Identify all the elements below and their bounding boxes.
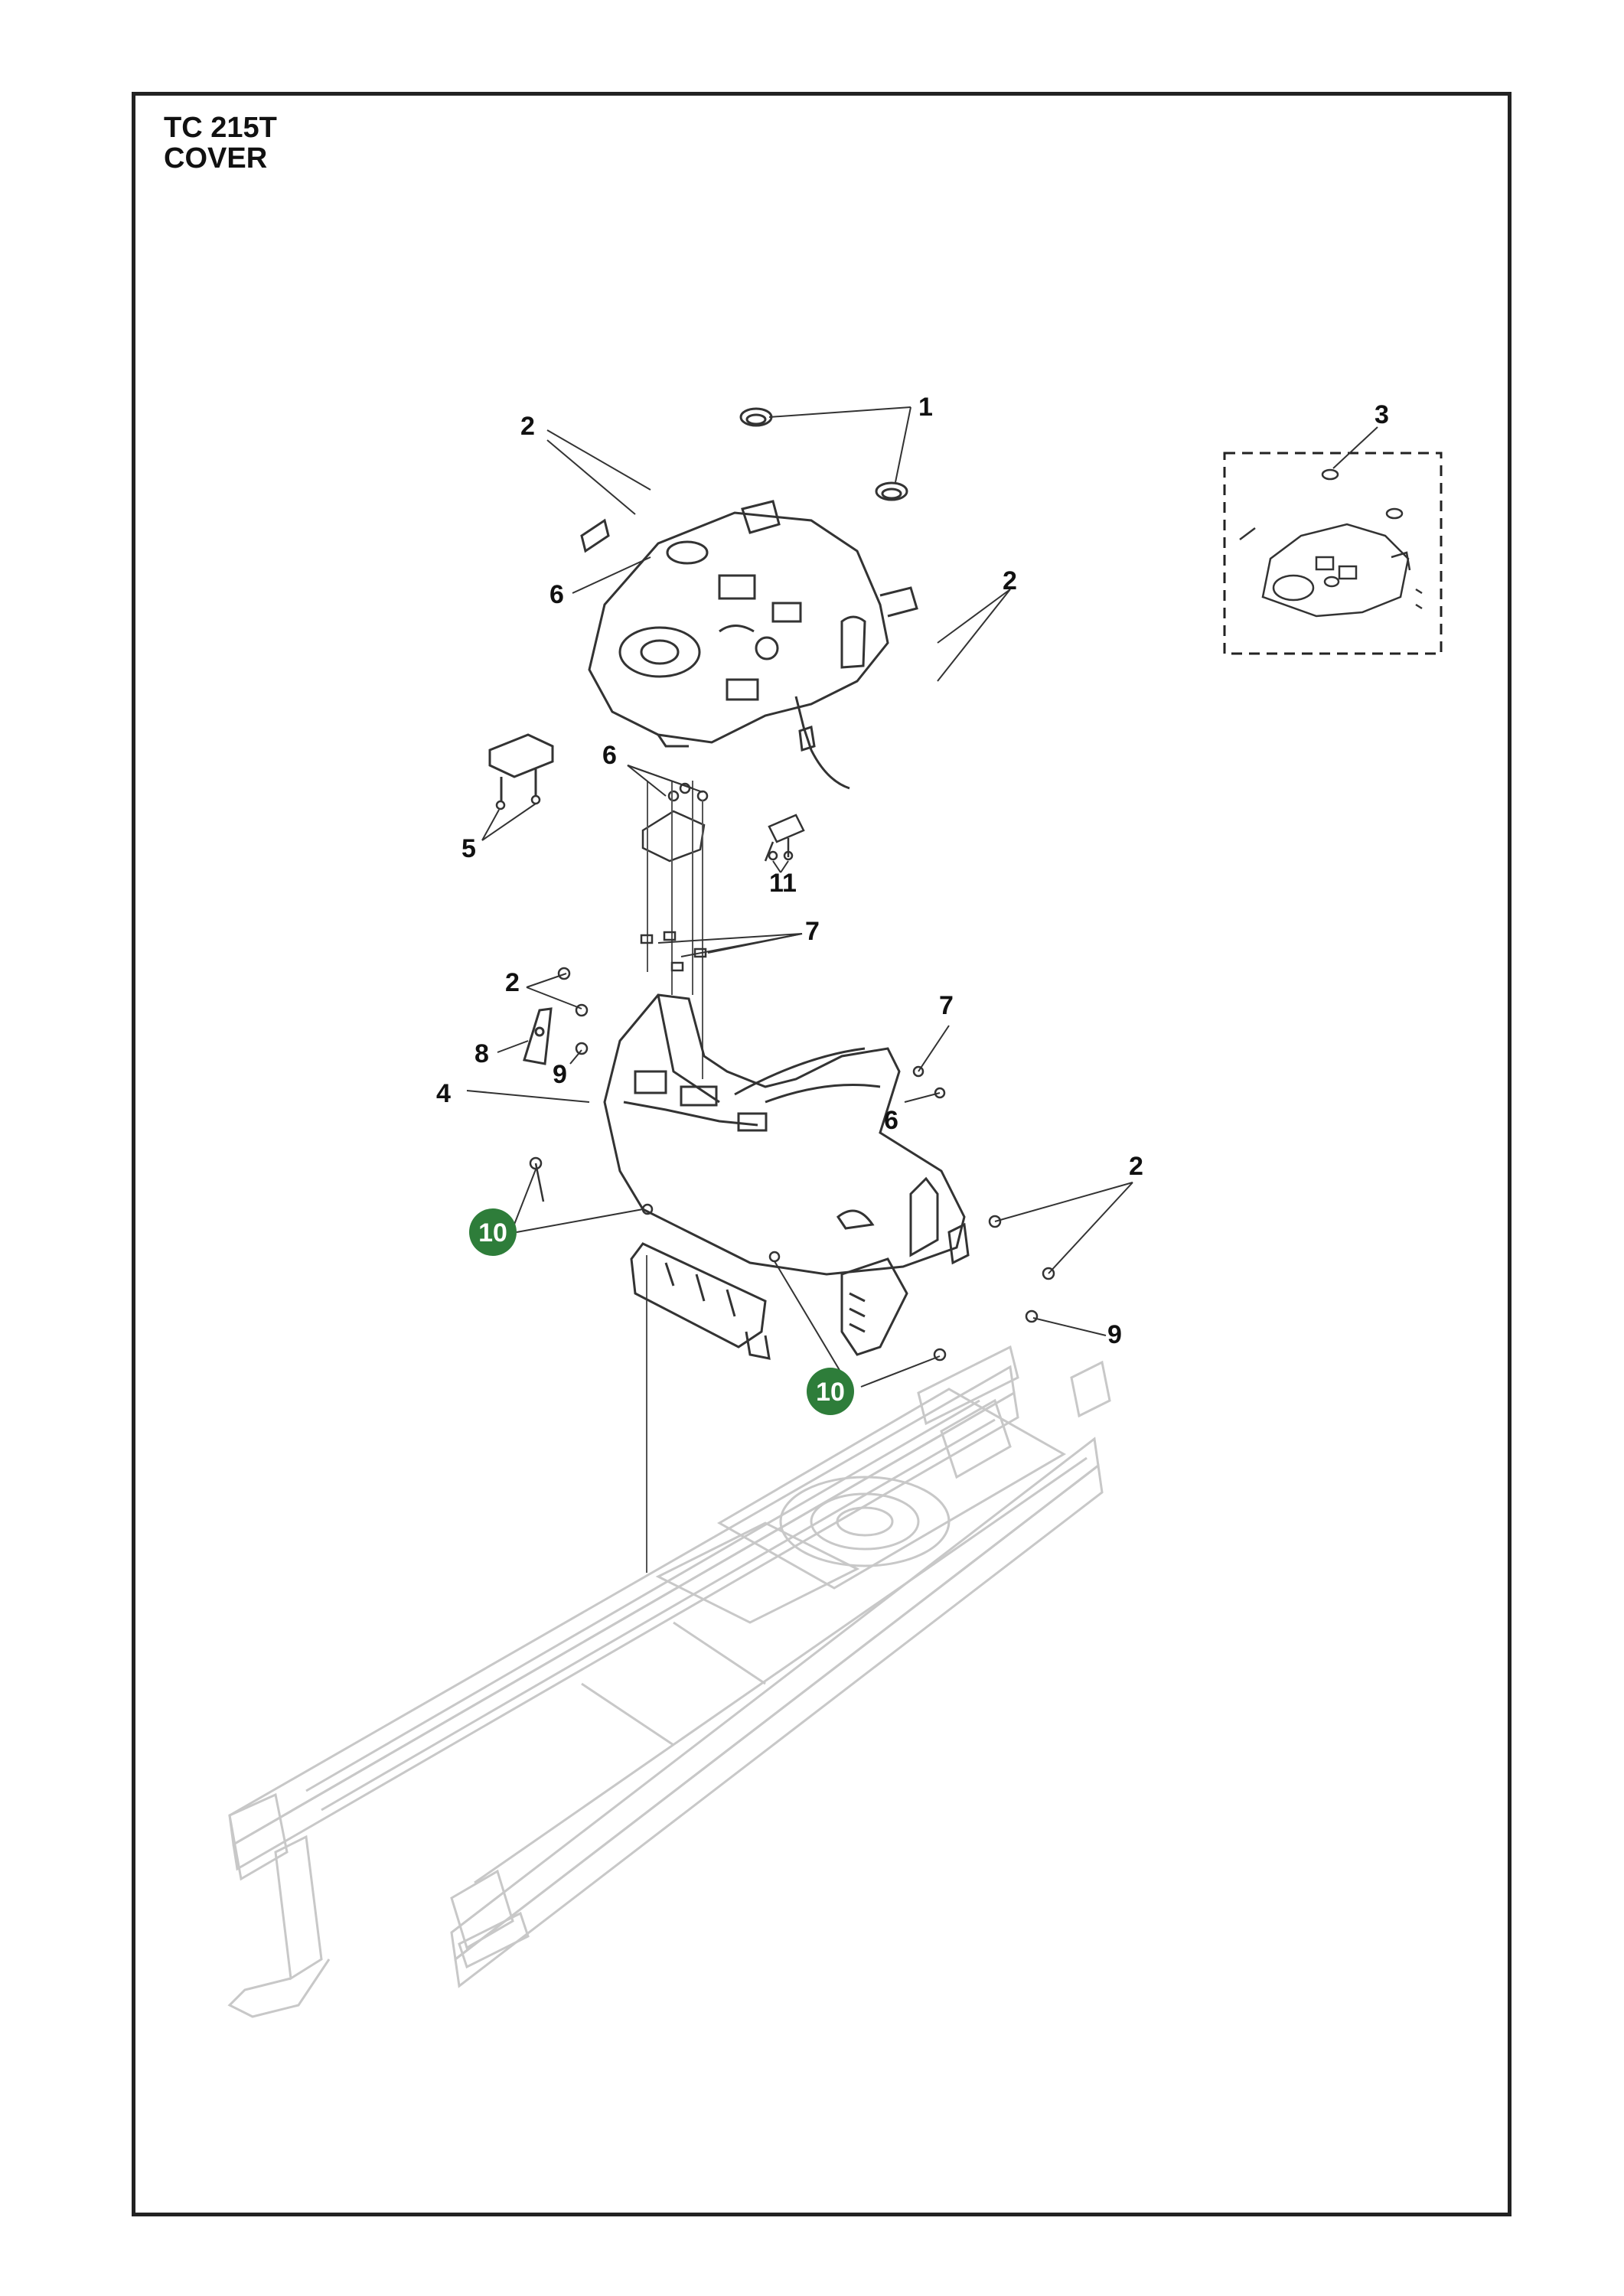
callout-2-top: 2	[520, 412, 535, 441]
callout-2-middle: 2	[505, 968, 520, 997]
callout-10-right: 10	[816, 1378, 845, 1407]
clips-part-7	[640, 931, 707, 972]
callout-7-upper: 7	[805, 917, 820, 946]
callout-11: 11	[769, 869, 797, 898]
callout-6-middle: 6	[602, 741, 617, 770]
callout-10-right-badge: 10	[807, 1368, 854, 1415]
model-title: TC 215T	[164, 112, 277, 144]
section-title: COVER	[164, 142, 268, 174]
leader-lines	[466, 406, 1378, 1388]
callout-6-right: 6	[884, 1106, 898, 1135]
upper-cover-part	[580, 500, 918, 790]
plug-part-1	[739, 407, 908, 501]
callout-1: 1	[918, 393, 933, 422]
callout-9-left: 9	[553, 1060, 567, 1089]
page-frame	[132, 92, 1511, 2216]
handle-part-8	[523, 1007, 553, 1065]
callout-10-left-badge: 10	[469, 1208, 517, 1256]
callout-2-lower: 2	[1129, 1152, 1143, 1181]
callout-10-left: 10	[478, 1218, 507, 1247]
callout-4: 4	[436, 1079, 451, 1108]
base-foot-part	[630, 1242, 771, 1360]
callout-8: 8	[474, 1039, 489, 1068]
fasteners	[495, 794, 1055, 1362]
callout-6-upper: 6	[549, 580, 564, 609]
chassis-frame	[227, 1345, 1111, 2018]
callout-9-right: 9	[1107, 1320, 1122, 1349]
mounting-bracket	[641, 782, 805, 863]
side-bracket-part	[840, 1176, 970, 1356]
inset-assembly-box	[1223, 452, 1443, 655]
callout-5: 5	[461, 834, 476, 863]
callout-3: 3	[1375, 400, 1389, 429]
callout-2-right: 2	[1003, 566, 1017, 595]
connector-part-5	[488, 733, 554, 802]
lower-cover-part-4	[603, 993, 966, 1276]
callout-7-right: 7	[939, 991, 954, 1020]
assembly-lines	[646, 781, 703, 1573]
